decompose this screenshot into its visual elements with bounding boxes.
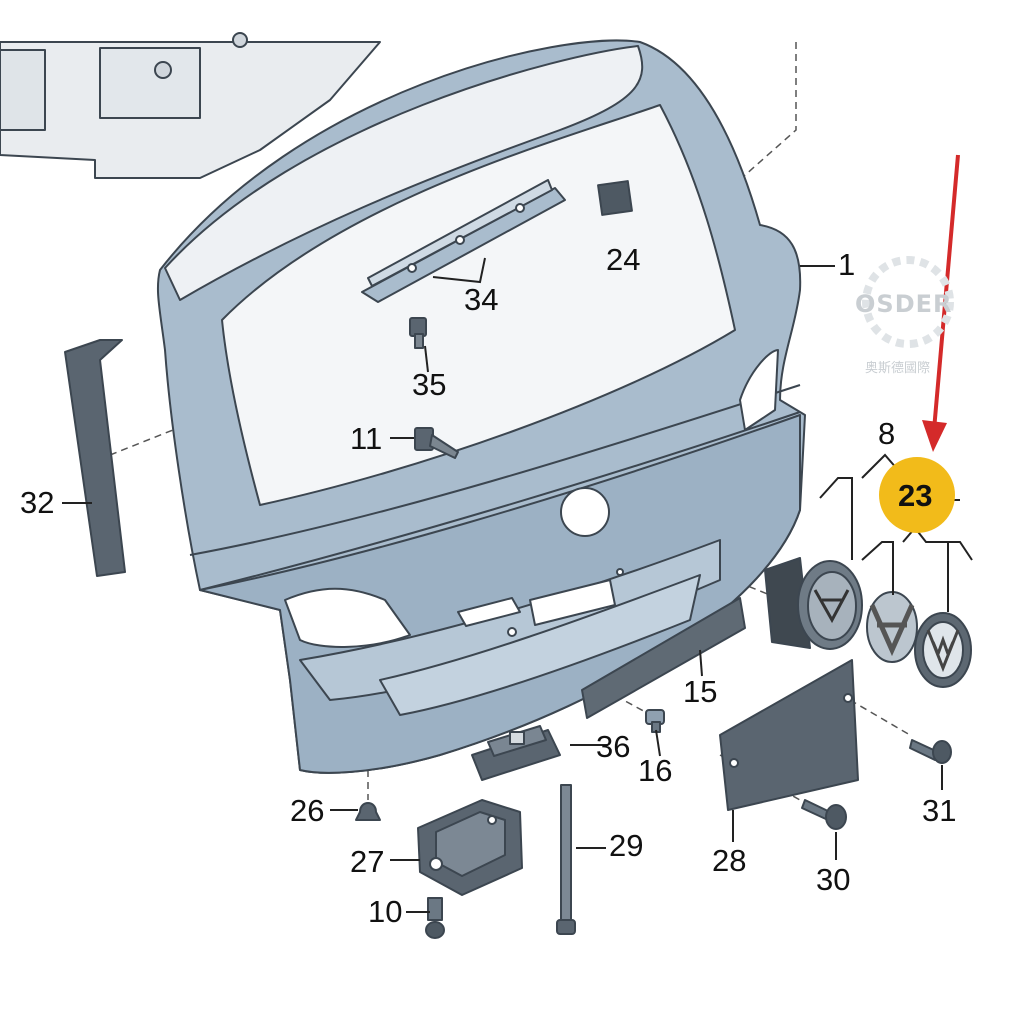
label-26: 26 — [290, 793, 324, 828]
rod-29 — [556, 784, 576, 935]
vw-emblem — [914, 612, 972, 688]
label-1: 1 — [838, 247, 855, 282]
lock-module — [764, 557, 863, 650]
label-28: 28 — [712, 843, 746, 878]
license-plate-base — [719, 659, 859, 811]
label-11: 11 — [350, 421, 382, 456]
release-switch — [471, 725, 561, 781]
label-24: 24 — [606, 242, 640, 277]
watermark-subtitle: 奥斯德國際 — [865, 361, 930, 376]
label-35: 35 — [412, 367, 446, 402]
brake-light-bar — [361, 179, 566, 303]
emblem-frame — [866, 591, 918, 663]
screw-10 — [425, 897, 445, 939]
highlight-circle — [879, 457, 955, 533]
watermark-brand: OSDER — [855, 290, 952, 318]
screw-31 — [909, 739, 952, 764]
label-29: 29 — [609, 828, 643, 863]
lock-bracket — [417, 799, 523, 896]
label-36: 36 — [596, 729, 630, 764]
plug-16 — [645, 709, 665, 733]
label-15: 15 — [683, 674, 717, 709]
label-34: 34 — [464, 282, 498, 317]
label-27: 27 — [350, 844, 384, 879]
label-32: 32 — [20, 485, 54, 520]
watermark: OSDER 奥斯德國際 — [855, 256, 954, 376]
trim-strip — [64, 339, 126, 577]
buffer-26 — [355, 802, 381, 821]
label-10: 10 — [368, 894, 402, 929]
label-16: 16 — [638, 753, 672, 788]
screw-35 — [409, 317, 427, 349]
label-23: 23 — [898, 478, 932, 513]
bolt-11 — [414, 427, 459, 459]
seal-strip — [581, 597, 746, 719]
screw-30 — [801, 799, 847, 830]
part-labels: 1 24 34 35 11 32 8 23 15 36 16 31 26 27 … — [20, 242, 956, 929]
label-30: 30 — [816, 862, 850, 897]
leader-lines — [62, 257, 973, 913]
tailgate — [156, 39, 806, 774]
adhesive-pad — [597, 180, 633, 216]
label-31: 31 — [922, 793, 956, 828]
label-8: 8 — [878, 416, 895, 451]
roof-panel — [0, 32, 381, 179]
